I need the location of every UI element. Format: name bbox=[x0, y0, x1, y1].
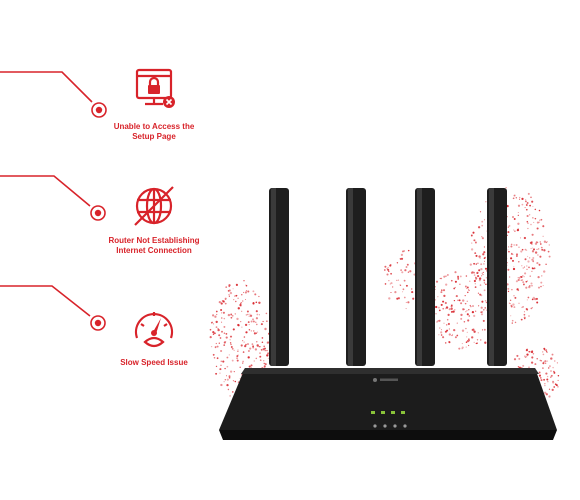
router-image bbox=[209, 187, 560, 440]
connector-line-3 bbox=[0, 285, 91, 317]
connector-line-2 bbox=[0, 175, 91, 207]
issue-label-internet-connection: Router Not Establishing Internet Connect… bbox=[108, 236, 200, 255]
speedometer-icon bbox=[134, 312, 174, 348]
tp-link-logo bbox=[373, 378, 377, 382]
locked-monitor-icon bbox=[135, 68, 175, 108]
issue-label-setup-page: Unable to Access the Setup Page bbox=[113, 122, 195, 141]
issue-slow-speed: Slow Speed Issue bbox=[94, 302, 214, 368]
router-body bbox=[219, 368, 557, 430]
issue-setup-page: Unable to Access the Setup Page bbox=[94, 66, 214, 142]
issue-label-slow-speed: Slow Speed Issue bbox=[120, 358, 188, 367]
issue-internet-connection: Router Not Establishing Internet Connect… bbox=[94, 180, 214, 256]
connector-line-1 bbox=[0, 71, 93, 103]
globe-crossed-icon bbox=[134, 186, 174, 226]
